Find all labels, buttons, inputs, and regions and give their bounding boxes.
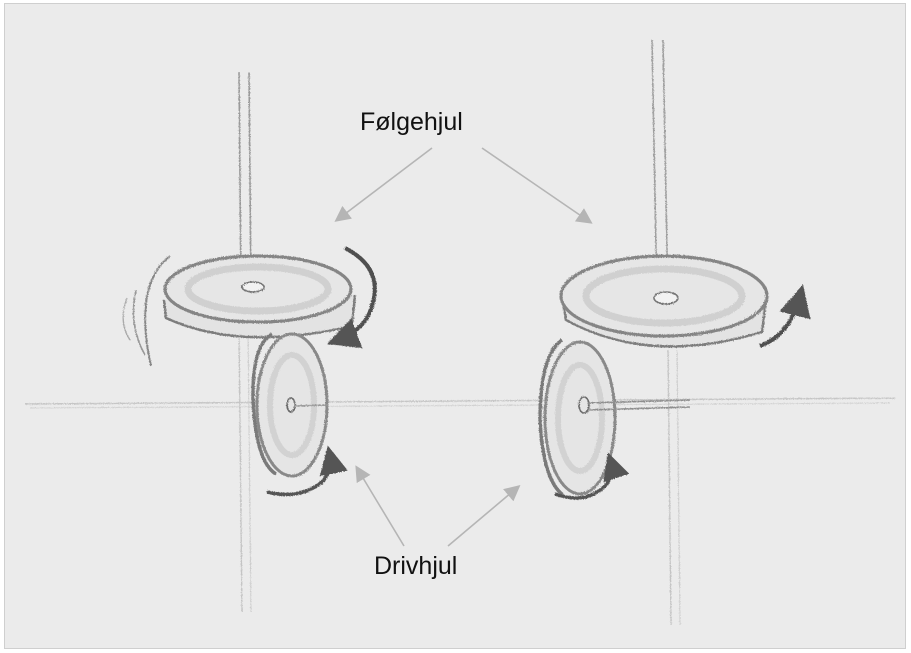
horizontal-axis-line xyxy=(25,398,895,408)
driver-wheel-label: Drivhjul xyxy=(374,552,457,581)
label-pointers xyxy=(337,148,590,546)
follower-wheel-label: Følgehjul xyxy=(360,108,463,137)
left-assembly xyxy=(123,72,375,612)
right-assembly xyxy=(540,40,800,625)
follower-wheel-left xyxy=(164,256,355,337)
follower-wheel-right xyxy=(561,256,767,346)
driver-wheel-left xyxy=(253,334,328,476)
